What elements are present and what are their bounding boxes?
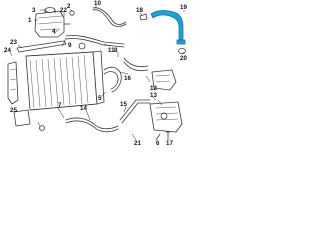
callout-5: 5: [98, 95, 102, 102]
leader-lines: [9, 5, 185, 141]
callout-10: 10: [94, 0, 101, 7]
callout-20: 20: [180, 55, 187, 62]
parts-diagram: 3 2 1 22 10 18 19 20 23 24 4 9 11 8 16 1…: [4, 0, 187, 147]
callout-3: 3: [32, 7, 36, 14]
reservoir-cap[interactable]: [44, 7, 56, 14]
thermostat-housing[interactable]: [151, 69, 177, 91]
callout-21: 21: [134, 140, 141, 147]
radiator[interactable]: [25, 51, 98, 111]
radiator-side-tank[interactable]: [92, 50, 105, 105]
hose-clamp-20[interactable]: [178, 48, 186, 54]
outlet-pipe[interactable]: [119, 99, 151, 124]
callout-23: 23: [10, 39, 17, 46]
callout-17: 17: [166, 140, 173, 147]
callout-19: 19: [180, 4, 187, 11]
heater-hose[interactable]: [65, 117, 119, 133]
coolant-reservoir[interactable]: [34, 10, 71, 38]
callout-16: 16: [124, 75, 131, 82]
coolant-pipe[interactable]: [65, 35, 125, 48]
callout-15: 15: [120, 101, 127, 108]
lower-mount[interactable]: [13, 109, 31, 127]
fastener-stud[interactable]: [155, 133, 161, 141]
callout-9: 9: [68, 42, 72, 49]
callout-22: 22: [60, 7, 67, 14]
bypass-hose[interactable]: [123, 57, 149, 72]
drain-plug[interactable]: [39, 125, 45, 131]
upper-radiator-hose[interactable]: [150, 10, 186, 45]
callout-6: 6: [156, 140, 160, 147]
lower-radiator-hose[interactable]: [103, 66, 122, 93]
callout-12: 12: [150, 85, 157, 92]
callout-4: 4: [52, 28, 56, 35]
hose-fitting[interactable]: [78, 42, 86, 50]
small-clip-part[interactable]: [69, 10, 75, 16]
hose-clamp[interactable]: [139, 13, 148, 21]
shroud-bracket[interactable]: [7, 61, 19, 105]
callout-11: 11: [108, 47, 115, 54]
callout-18: 18: [136, 7, 143, 14]
water-pump-bracket[interactable]: [149, 101, 183, 133]
callout-7: 7: [58, 102, 62, 109]
fastener-bolt[interactable]: [165, 131, 171, 141]
callout-13: 13: [150, 92, 157, 99]
air-deflector[interactable]: [16, 40, 67, 53]
callout-14: 14: [80, 105, 87, 112]
upper-small-hose[interactable]: [92, 7, 127, 27]
callout-8: 8: [114, 47, 118, 54]
callout-2: 2: [67, 3, 71, 10]
callout-25: 25: [10, 107, 17, 114]
callout-24: 24: [4, 47, 11, 54]
callout-1: 1: [28, 17, 32, 24]
